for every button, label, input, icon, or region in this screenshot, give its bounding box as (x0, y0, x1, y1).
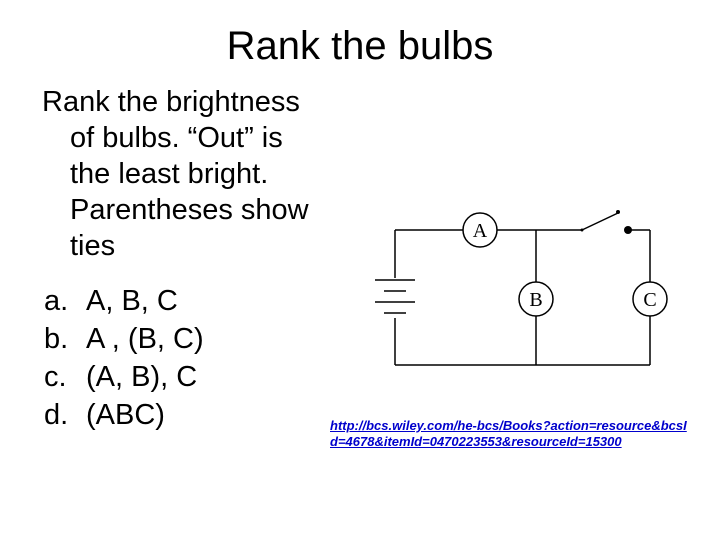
question-line: Parentheses show (70, 194, 309, 226)
bulb-b-label: B (529, 289, 542, 311)
switch-contact (624, 226, 632, 234)
option-d: d. (ABC) (44, 396, 204, 434)
circuit-diagram: A B C (375, 210, 668, 366)
option-a: a. A, B, C (44, 282, 204, 320)
source-link[interactable]: http://bcs.wiley.com/he-bcs/Books?action… (330, 418, 687, 449)
bulb-a-label: A (473, 220, 488, 242)
question-text: Rank the brightness of bulbs. “Out” is t… (42, 84, 352, 264)
question-line: ties (70, 230, 116, 262)
slide-title: Rank the bulbs (226, 24, 494, 68)
option-text: (A, B), C (86, 361, 198, 393)
option-letter: d. (44, 399, 69, 431)
switch-pivot (616, 210, 620, 214)
bulb-a (462, 212, 498, 248)
bulb-c-label: C (643, 289, 656, 311)
switch-blade (581, 212, 619, 231)
answer-options: a. A, B, C b. A , (B, C) c. (A, B), C d.… (44, 282, 204, 434)
option-letter: b. (44, 323, 69, 355)
question-line: the least bright. (70, 158, 269, 190)
question-line: of bulbs. “Out” is (70, 122, 283, 154)
bulb-b (518, 281, 554, 317)
switch-hinge (580, 228, 584, 232)
option-letter: a. (44, 285, 69, 317)
option-b: b. A , (B, C) (44, 320, 204, 358)
option-text: A , (B, C) (86, 323, 204, 355)
question-line: Rank the brightness (42, 86, 300, 118)
bulb-c (632, 281, 668, 317)
option-letter: c. (44, 361, 67, 393)
option-text: (ABC) (86, 399, 165, 431)
option-text: A, B, C (86, 285, 178, 317)
option-c: c. (A, B), C (44, 358, 204, 396)
